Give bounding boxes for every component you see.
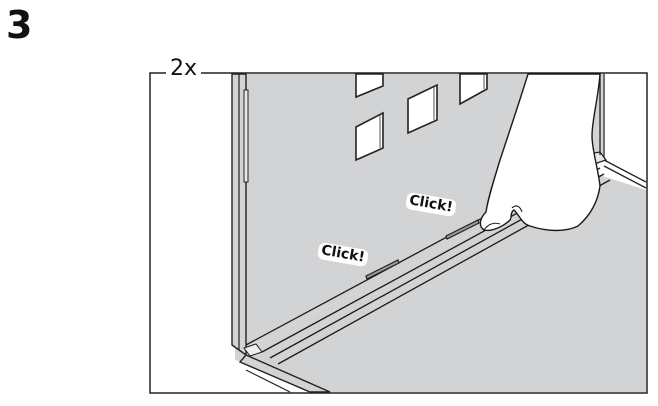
clip-strips [365,219,480,280]
shelf-pin-strip [243,89,249,183]
quantity-label: 2x [166,58,202,80]
bottom-front-edge [238,354,331,393]
back-panel-holes [355,73,488,162]
step-number: 3 [6,3,33,47]
hand-illustration [479,73,601,232]
